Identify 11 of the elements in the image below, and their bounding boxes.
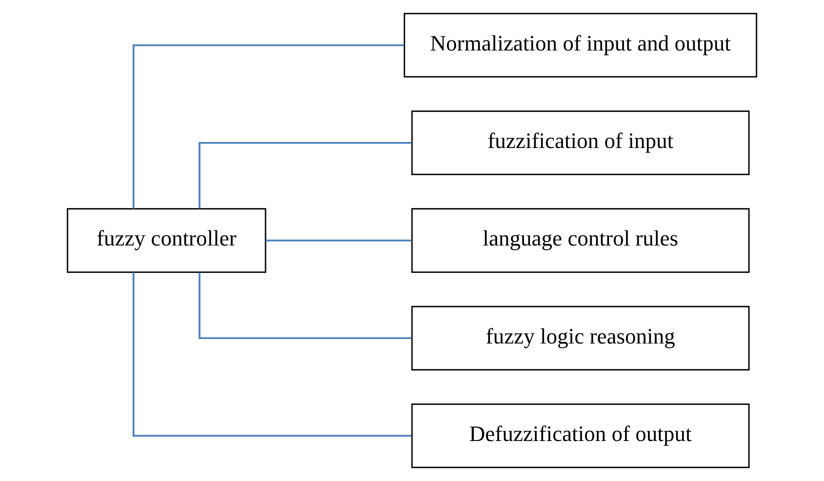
- node-box: fuzzy logic reasoning: [411, 306, 750, 370]
- connector: [266, 240, 412, 242]
- node-box: fuzzification of input: [411, 110, 750, 176]
- connector: [198, 142, 412, 209]
- node-box: language control rules: [411, 208, 750, 273]
- connector: [132, 272, 412, 437]
- connector: [198, 272, 412, 340]
- connector: [132, 44, 404, 209]
- node-box: Defuzzification of output: [411, 403, 750, 468]
- node-box: Normalization of input and output: [404, 12, 758, 78]
- node-box: fuzzy controller: [66, 208, 266, 273]
